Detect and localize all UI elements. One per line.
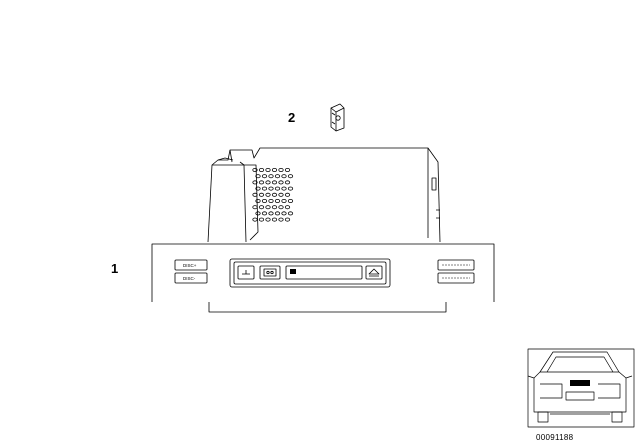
vent-hole [265,217,271,222]
vent-hole [265,205,271,210]
eject-icon [365,265,383,280]
connector-part [330,103,345,132]
vent-hole [261,211,268,216]
unit-faceplate: DISC+ DISC- [151,243,495,313]
vent-hole [252,217,258,222]
callout-1: 1 [111,261,118,276]
vent-hole [274,211,281,216]
cassette-icon [259,265,281,280]
vent-hole [258,167,265,172]
vent-hole [268,174,274,179]
vent-hole [278,180,284,185]
disc-down-label: DISC- [183,276,196,281]
disc-up-button [174,259,208,271]
vent-hole [268,186,274,191]
disc-up-label: DISC+ [183,263,197,268]
disc-down-button [174,272,208,284]
vent-hole [278,167,284,172]
vent-hole [271,180,278,185]
vent-hole [268,198,274,203]
vent-hole [287,198,294,203]
right-bottom-button [437,272,475,284]
vent-hole [258,217,265,222]
mode-icon [237,265,255,280]
vent-hole [268,211,274,216]
vent-hole [261,198,268,203]
callout-2: 2 [288,110,295,125]
vent-hole [255,211,261,216]
vent-hole [271,167,278,172]
vent-hole [281,174,287,179]
vent-hole [284,192,291,197]
vent-hole [278,217,284,222]
vent-hole [252,180,258,185]
car-thumbnail [527,348,635,428]
vent-hole [278,192,284,197]
vent-hole [261,174,268,179]
vent-hole [271,217,278,222]
vent-hole [252,192,258,197]
vent-hole [255,198,261,203]
vent-hole [281,211,287,216]
right-top-button [437,259,475,271]
thumbnail-frame [527,348,635,428]
vent-hole [265,167,271,172]
vent-hole [284,217,291,222]
vent-hole [287,186,294,191]
unit-housing [207,147,441,243]
vent-hole [258,205,265,210]
vent-hole [255,186,261,191]
vent-hole [281,186,287,191]
vent-hole [258,192,265,197]
vent-hole [265,192,271,197]
display-window [285,265,363,280]
vent-hole [271,205,278,210]
vent-hole [265,180,271,185]
vent-hole [271,192,278,197]
vent-hole [274,198,281,203]
vent-hole [252,167,258,172]
vent-hole [255,174,261,179]
vent-hole [284,180,291,185]
vent-grid [252,167,294,222]
vent-hole [287,174,294,179]
diagram-code: 00091188 [536,433,574,442]
vent-hole [261,186,268,191]
vent-hole [281,198,287,203]
vent-hole [284,205,291,210]
vent-hole [258,180,265,185]
display-module [229,258,391,288]
vent-hole [252,205,258,210]
vent-hole [287,211,294,216]
vent-hole [274,174,281,179]
vent-hole [274,186,281,191]
vent-hole [284,167,291,172]
vent-hole [278,205,284,210]
